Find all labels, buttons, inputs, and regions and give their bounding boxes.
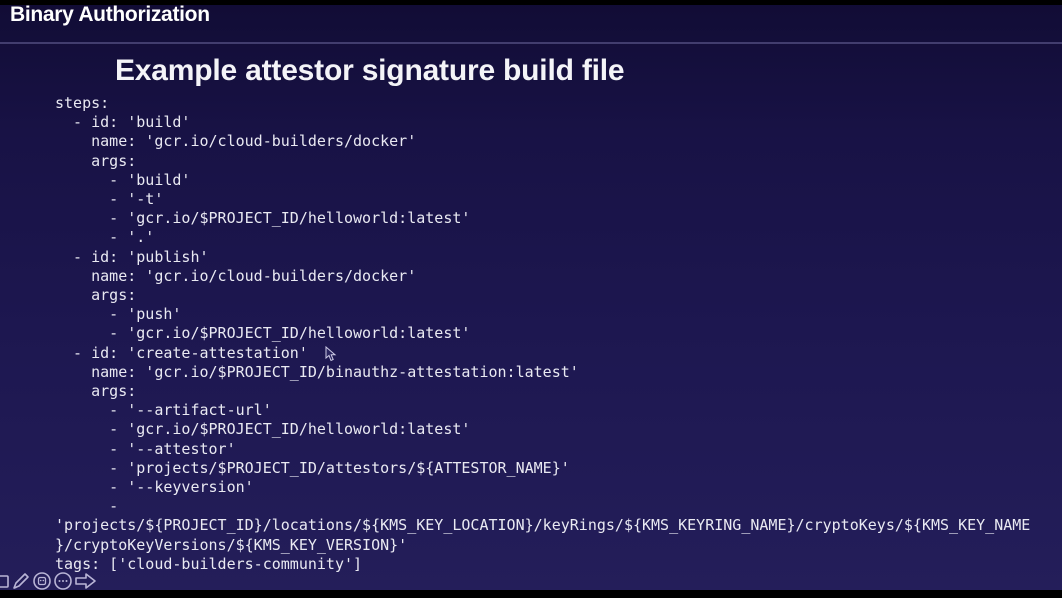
top-letterbox-bar (0, 0, 1062, 5)
more-options-icon[interactable] (53, 571, 73, 591)
annotation-toolbar (0, 571, 98, 591)
yaml-code-block: steps: - id: 'build' name: 'gcr.io/cloud… (55, 94, 1031, 573)
arrow-tool-icon[interactable] (74, 571, 98, 591)
header-divider (0, 42, 1062, 44)
pencil-tool-icon[interactable] (11, 571, 31, 591)
square-tool-icon[interactable] (0, 572, 10, 590)
mouse-cursor-icon (325, 346, 337, 362)
slide-title: Example attestor signature build file (115, 54, 625, 87)
emoji-tool-icon[interactable] (32, 571, 52, 591)
bottom-letterbox-bar (0, 590, 1062, 598)
deck-title: Binary Authorization (10, 3, 210, 26)
